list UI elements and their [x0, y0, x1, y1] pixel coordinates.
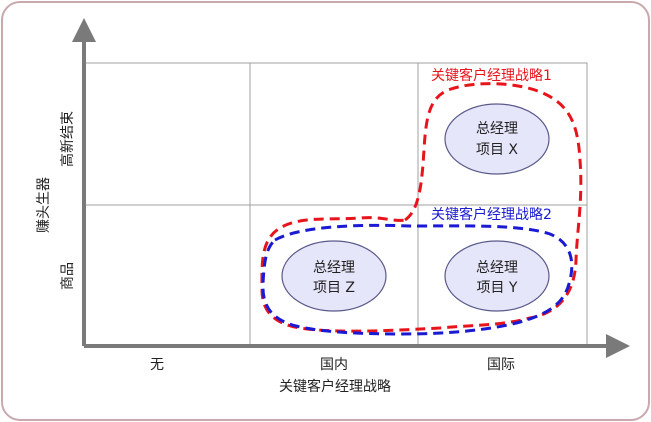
strategy-2-label: 关键客户经理战略2 — [431, 206, 552, 223]
strategy-1-label: 关键客户经理战略1 — [431, 67, 552, 84]
x-category-domestic: 国内 — [320, 357, 348, 373]
x-category-none: 无 — [150, 357, 164, 373]
project-y-line1: 总经理 — [476, 260, 518, 276]
y-category-hightech: 高新结束 — [59, 111, 76, 167]
x-category-international: 国际 — [487, 357, 515, 373]
project-z-line2: 项目 Z — [313, 280, 355, 296]
project-x: 总经理 项目 X — [444, 103, 550, 175]
x-axis-title: 关键客户经理战略 — [279, 378, 391, 395]
y-category-commodity: 商品 — [60, 262, 76, 290]
project-y-ellipse — [444, 240, 550, 312]
project-x-line1: 总经理 — [476, 121, 518, 137]
project-y-line2: 项目 Y — [476, 280, 517, 296]
strategy-2-region — [261, 223, 574, 336]
project-y: 总经理 项目 Y — [444, 240, 550, 312]
project-x-ellipse — [444, 103, 550, 175]
project-x-line2: 项目 X — [476, 142, 518, 158]
project-z-ellipse — [281, 240, 387, 312]
project-z: 总经理 项目 Z — [281, 240, 387, 312]
project-z-line1: 总经理 — [313, 260, 355, 276]
y-axis-title: 赚头生器 — [36, 177, 52, 233]
